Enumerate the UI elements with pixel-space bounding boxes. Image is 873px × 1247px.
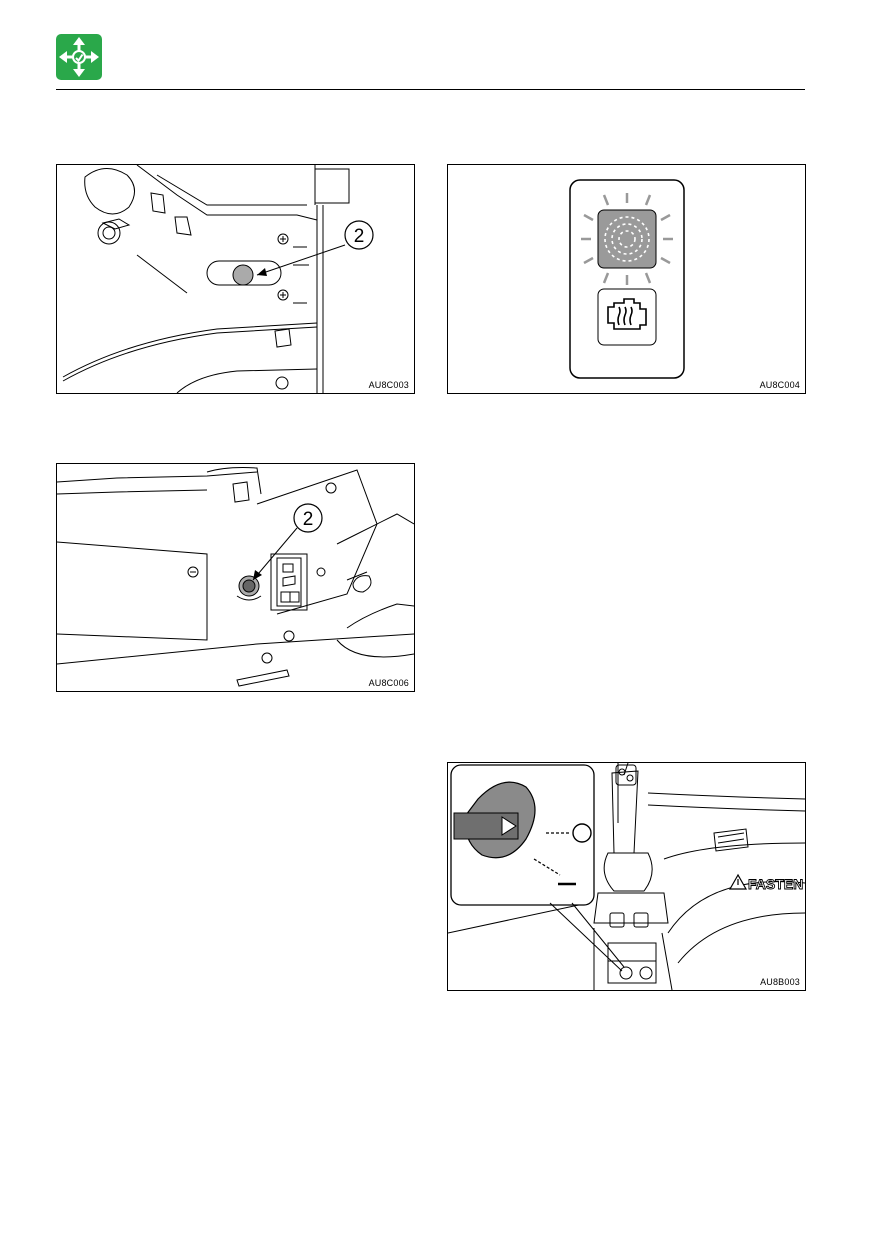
callout-number: 2 (303, 509, 314, 530)
callout-number: 2 (354, 226, 365, 247)
figure-code: AU8C006 (368, 678, 410, 688)
glowing-lamp (598, 210, 656, 268)
figure-warning-lamp: AU8C004 (447, 164, 806, 394)
figure-illustration (448, 165, 805, 393)
figure-code: AU8C004 (759, 380, 801, 390)
fasten-sticker-text: FASTEN (748, 876, 803, 892)
off-position-symbol (573, 824, 591, 842)
figure-illustration: 2 (57, 464, 414, 691)
figure-illustration: 2 (57, 165, 414, 393)
header-rule (56, 89, 805, 90)
engine-warning-lamp (598, 289, 656, 345)
figure-illustration: FASTEN (448, 763, 805, 990)
figure-code: AU8B003 (759, 977, 801, 987)
figure-switch-knob: FASTEN AU8B003 (447, 762, 806, 991)
figure-code: AU8C003 (368, 380, 410, 390)
section-icon (56, 34, 102, 80)
figure-side-panel-callout: 2 AU8C006 (56, 463, 415, 692)
figure-panel-callout: 2 AU8C003 (56, 164, 415, 394)
warning-triangle-icon (730, 875, 746, 889)
